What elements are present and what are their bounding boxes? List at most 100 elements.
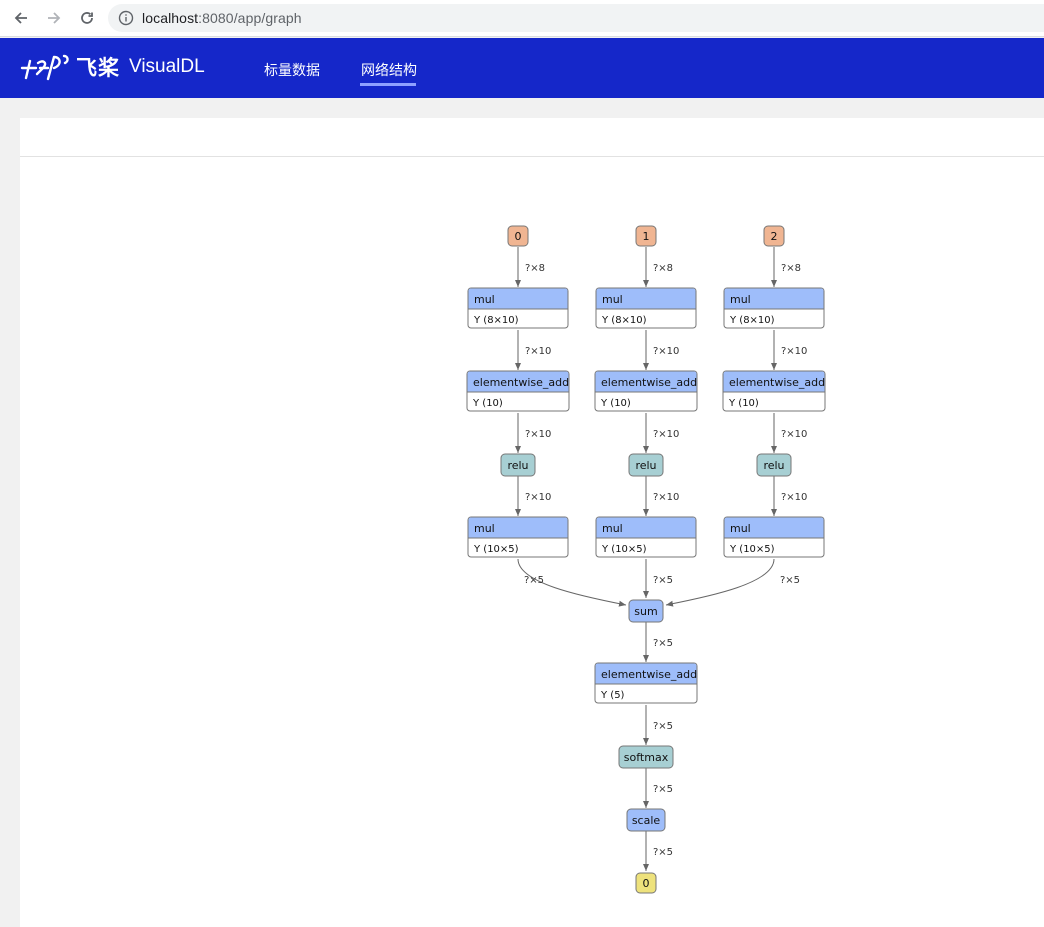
logo-english-text: VisualDL bbox=[129, 56, 205, 77]
input-node-2-box bbox=[763, 225, 785, 247]
edge-mul2-2-sum bbox=[665, 558, 775, 607]
edge-mul2-0-sum bbox=[517, 558, 627, 607]
elementwise-add-node-0-op-name: elementwise_add bbox=[473, 376, 569, 389]
elementwise-add-node-0-param: Y (10) bbox=[472, 398, 503, 409]
edge-label-scale-output: ?×5 bbox=[653, 847, 673, 858]
logo[interactable]: 飞桨 VisualDL bbox=[20, 52, 205, 82]
info-icon[interactable] bbox=[118, 10, 134, 26]
elementwise-add-final-node-header bbox=[595, 663, 697, 684]
mul2-node-2-header bbox=[724, 517, 824, 538]
softmax-node-box bbox=[618, 745, 674, 769]
mul-node-1[interactable]: mul Y (8×10) bbox=[595, 287, 697, 329]
elementwise-add-node-1-param: Y (10) bbox=[600, 398, 631, 409]
reload-icon bbox=[81, 12, 93, 24]
mul2-node-0-op-name: mul bbox=[474, 522, 495, 535]
edge-label-relu2-mul: ?×10 bbox=[781, 492, 807, 503]
edge-label-add0-relu: ?×10 bbox=[525, 429, 551, 440]
mul-node-2-header bbox=[724, 288, 824, 309]
edge-label-mul2-2-sum: ?×5 bbox=[780, 575, 800, 586]
elementwise-add-node-1[interactable]: elementwise_add Y (10) bbox=[594, 370, 698, 412]
elementwise-add-node-2[interactable]: elementwise_add Y (10) bbox=[722, 370, 826, 412]
edge-label-add2-relu: ?×10 bbox=[781, 429, 807, 440]
relu-node-1[interactable]: relu bbox=[628, 453, 664, 477]
elementwise-add-final-node[interactable]: elementwise_add Y (5) bbox=[594, 662, 698, 704]
softmax-node-label: softmax bbox=[624, 751, 669, 764]
input-node-2[interactable]: 2 bbox=[763, 225, 785, 247]
edge-label-input0-mul: ?×8 bbox=[525, 263, 545, 274]
nav-scalars[interactable]: 标量数据 bbox=[264, 63, 320, 79]
reload-button[interactable] bbox=[75, 6, 99, 30]
mul-node-1-header bbox=[596, 288, 696, 309]
edge-label-input1-mul: ?×8 bbox=[653, 263, 673, 274]
edge-label-mul0-add: ?×10 bbox=[525, 346, 551, 357]
back-button[interactable] bbox=[9, 6, 33, 30]
elementwise-add-node-0-header bbox=[467, 371, 569, 392]
mul2-node-0-header bbox=[468, 517, 568, 538]
sum-node-box bbox=[628, 599, 664, 623]
edge-label-mul2-0-sum: ?×5 bbox=[524, 575, 544, 586]
edge-label-relu1-mul: ?×10 bbox=[653, 492, 679, 503]
output-node[interactable]: 0 bbox=[635, 872, 657, 894]
elementwise-add-final-node-op-name: elementwise_add bbox=[601, 668, 697, 681]
input-node-1-box bbox=[635, 225, 657, 247]
scale-node[interactable]: scale bbox=[626, 808, 666, 832]
mul-node-1-param: Y (8×10) bbox=[601, 315, 647, 326]
relu-node-2-box bbox=[756, 453, 792, 477]
network-graph[interactable]: ?×8?×10?×10?×10?×8?×10?×10?×10?×8?×10?×1… bbox=[20, 118, 1044, 927]
elementwise-add-node-2-op-name: elementwise_add bbox=[729, 376, 825, 389]
graph-panel: ?×8?×10?×10?×10?×8?×10?×10?×10?×8?×10?×1… bbox=[20, 118, 1044, 927]
mul2-node-1-param: Y (10×5) bbox=[601, 544, 647, 555]
mul2-node-1-op-name: mul bbox=[602, 522, 623, 535]
output-node-box bbox=[635, 872, 657, 894]
mul2-node-2-param: Y (10×5) bbox=[729, 544, 775, 555]
output-node-label: 0 bbox=[643, 877, 650, 890]
mul2-node-0[interactable]: mul Y (10×5) bbox=[467, 516, 569, 558]
logo-chinese-text: 飞桨 bbox=[76, 56, 120, 80]
edge-label-add1-relu: ?×10 bbox=[653, 429, 679, 440]
address-bar[interactable]: localhost:8080/app/graph bbox=[108, 4, 1044, 32]
edge-label-mul2-1-sum: ?×5 bbox=[653, 575, 673, 586]
relu-node-2[interactable]: relu bbox=[756, 453, 792, 477]
relu-node-2-label: relu bbox=[763, 459, 784, 472]
paddle-logo-icon bbox=[20, 54, 69, 81]
mul-node-0-param: Y (8×10) bbox=[473, 315, 519, 326]
input-node-0[interactable]: 0 bbox=[507, 225, 529, 247]
relu-node-1-box bbox=[628, 453, 664, 477]
mul-node-2-param: Y (8×10) bbox=[729, 315, 775, 326]
mul-node-0[interactable]: mul Y (8×10) bbox=[467, 287, 569, 329]
url-text: localhost:8080/app/graph bbox=[142, 10, 302, 26]
scale-node-label: scale bbox=[632, 814, 661, 827]
edge-label-softmax-scale: ?×5 bbox=[653, 784, 673, 795]
mul-node-0-op-name: mul bbox=[474, 293, 495, 306]
relu-node-0[interactable]: relu bbox=[500, 453, 536, 477]
nav-graph[interactable]: 网络结构 bbox=[361, 63, 417, 79]
mul-node-0-header bbox=[468, 288, 568, 309]
graph-edges: ?×8?×10?×10?×10?×8?×10?×10?×10?×8?×10?×1… bbox=[515, 247, 807, 871]
input-node-2-label: 2 bbox=[771, 230, 778, 243]
sum-node[interactable]: sum bbox=[628, 599, 664, 623]
browser-toolbar: localhost:8080/app/graph bbox=[0, 0, 1044, 37]
elementwise-add-final-node-param: Y (5) bbox=[600, 690, 625, 701]
mul-node-2-op-name: mul bbox=[730, 293, 751, 306]
elementwise-add-node-2-param: Y (10) bbox=[728, 398, 759, 409]
mul-node-1-op-name: mul bbox=[602, 293, 623, 306]
input-node-1[interactable]: 1 bbox=[635, 225, 657, 247]
scale-node-box bbox=[626, 808, 666, 832]
mul2-node-1[interactable]: mul Y (10×5) bbox=[595, 516, 697, 558]
graph-nodes[interactable]: 0 mul Y (8×10) elementwise_add Y (10) relu mul… bbox=[466, 225, 826, 894]
edge-label-relu0-mul: ?×10 bbox=[525, 492, 551, 503]
mul2-node-1-header bbox=[596, 517, 696, 538]
relu-node-0-box bbox=[500, 453, 536, 477]
relu-node-1-label: relu bbox=[635, 459, 656, 472]
mul2-node-0-param: Y (10×5) bbox=[473, 544, 519, 555]
edge-label-mul2-add: ?×10 bbox=[781, 346, 807, 357]
mul-node-2[interactable]: mul Y (8×10) bbox=[723, 287, 825, 329]
forward-button[interactable] bbox=[42, 6, 66, 30]
input-node-0-label: 0 bbox=[515, 230, 522, 243]
arrow-left-icon bbox=[14, 12, 27, 24]
active-nav-indicator bbox=[360, 83, 416, 86]
softmax-node[interactable]: softmax bbox=[618, 745, 674, 769]
elementwise-add-node-0[interactable]: elementwise_add Y (10) bbox=[466, 370, 570, 412]
elementwise-add-node-1-op-name: elementwise_add bbox=[601, 376, 697, 389]
